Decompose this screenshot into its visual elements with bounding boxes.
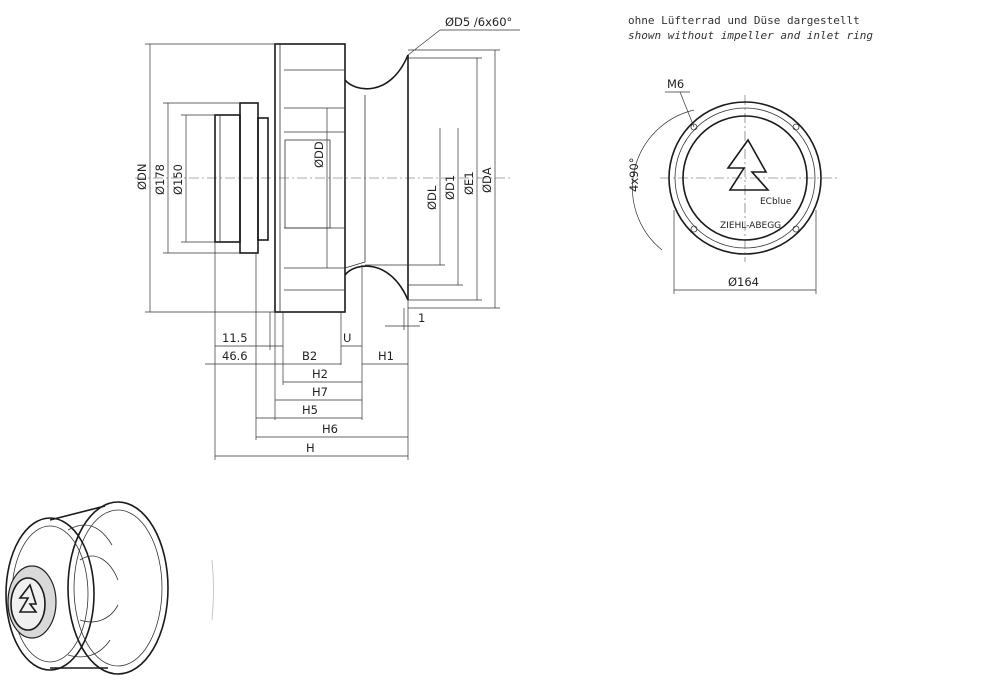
persp-blade-3 <box>79 604 119 623</box>
front-motor-face <box>682 115 808 241</box>
impeller-hub <box>284 139 331 229</box>
persp-flange <box>67 501 169 675</box>
label-h6: H6 <box>322 422 338 436</box>
label-164: Ø164 <box>728 275 759 289</box>
front-view: ECblue ZIEHL-ABEGG M6 4x90° Ø164 <box>627 77 840 294</box>
persp-crop-edge <box>211 559 214 621</box>
motor-front-block <box>214 114 241 243</box>
angle-arc <box>632 109 695 251</box>
label-1: 1 <box>418 311 425 325</box>
motor-collar <box>257 117 269 241</box>
note-block: ohne Lüfterrad und Düse dargestellt show… <box>628 14 873 42</box>
d5-leader <box>407 29 441 56</box>
front-label-small: ECblue <box>760 197 792 207</box>
lightning-logo-icon <box>726 138 770 191</box>
hole-top-left <box>690 123 698 131</box>
hole-bottom-left <box>690 225 698 233</box>
label-h5: H5 <box>302 403 318 417</box>
label-h1: H1 <box>378 349 394 363</box>
label-u: U <box>343 331 351 345</box>
persp-blade-2 <box>79 555 119 581</box>
front-label-brand: ZIEHL-ABEGG <box>720 221 781 231</box>
front-ring-2 <box>674 107 816 249</box>
label-h: H <box>306 441 315 455</box>
label-150: Ø150 <box>171 164 185 195</box>
nozzle-inner-link <box>344 261 366 269</box>
label-dl: ØDL <box>425 185 439 210</box>
perspective-view <box>5 501 214 675</box>
label-46-6: 46.6 <box>222 349 248 363</box>
label-b2: B2 <box>302 349 317 363</box>
nozzle-bottom-curve <box>344 265 409 301</box>
label-da: ØDA <box>480 167 494 193</box>
label-178: Ø178 <box>153 164 167 195</box>
persp-front-rim <box>5 517 95 671</box>
label-m6: M6 <box>667 77 684 91</box>
persp-lightning-icon <box>18 583 38 613</box>
front-outer-ring <box>668 101 822 255</box>
label-dd: ØDD <box>312 141 326 168</box>
label-angle: 4x90° <box>627 157 641 192</box>
persp-blade-1 <box>67 524 113 546</box>
label-e1: ØE1 <box>462 171 476 195</box>
persp-hub-face <box>10 577 46 631</box>
persp-blade-4 <box>67 639 111 658</box>
label-11-5: 11.5 <box>222 331 248 345</box>
label-dn: ØDN <box>135 163 149 190</box>
m6-leader <box>679 91 695 128</box>
label-d1: ØD1 <box>443 175 457 200</box>
label-h7: H7 <box>312 385 328 399</box>
hole-top-right <box>792 123 800 131</box>
side-view: ØD5 /6x60° ØDN Ø178 Ø150 ØDD ØDL ØD1 <box>135 15 520 460</box>
label-h2: H2 <box>312 367 328 381</box>
impeller-body <box>274 43 346 313</box>
hole-bottom-right <box>792 225 800 233</box>
nozzle-top-curve <box>344 54 409 90</box>
persp-flange-inner <box>73 509 163 667</box>
note-english: shown without impeller and inlet ring <box>628 29 873 42</box>
note-german: ohne Lüfterrad und Düse dargestellt <box>628 14 860 27</box>
label-d5: ØD5 /6x60° <box>445 15 512 29</box>
